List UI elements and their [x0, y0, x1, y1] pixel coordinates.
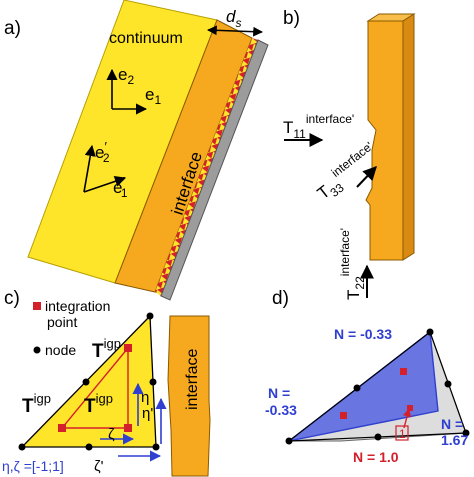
- eta-prime-label: η': [142, 405, 153, 422]
- e1-prime-label: e′1: [113, 174, 128, 200]
- n-left-label: N =-0.33: [265, 385, 297, 418]
- ip-marker: [340, 412, 347, 419]
- node: [146, 312, 154, 320]
- node: [353, 384, 361, 392]
- range-label: η,ζ =[-1;1]: [2, 458, 64, 474]
- zeta-label: ζ: [108, 426, 115, 443]
- basis-vectors: e2 e1: [106, 65, 161, 115]
- t11-label: T11interface': [283, 112, 354, 141]
- n-top-label: N = -0.33: [334, 326, 392, 342]
- thickness-dimension: [207, 25, 263, 37]
- node: [82, 378, 90, 386]
- node: [85, 443, 93, 451]
- node-number-box: [395, 425, 409, 441]
- node: [374, 433, 382, 441]
- n-value-arrow: [403, 408, 412, 429]
- ip-marker: [407, 405, 413, 411]
- legend-node-label: node: [45, 342, 76, 358]
- interface-strip-c: [167, 315, 211, 477]
- n-right-label: N =1.67: [441, 416, 468, 448]
- node: [152, 443, 160, 451]
- node-number: 1: [399, 427, 406, 441]
- interface-tooth-row: [155, 38, 258, 296]
- panel-a: a) continuum ds interface e2 e1 e′2 e′1: [4, 0, 269, 301]
- legend-ip-marker: [33, 302, 41, 310]
- t33-arrow: [356, 165, 377, 188]
- e1-label: e1: [145, 85, 161, 107]
- e2-prime-label: e′2: [95, 139, 110, 165]
- t-igp-left: Tigp: [22, 391, 51, 417]
- panel-a-label: a): [4, 18, 21, 39]
- panel-b: b) T11interface' T33interface' T22interf…: [283, 8, 416, 300]
- panel-c-label: c): [4, 288, 20, 309]
- node: [149, 378, 157, 386]
- panel-d: d) N = -0.33 N =-0.33 N =1.67 N = 1.0 1: [265, 288, 470, 465]
- thickness-label: ds: [226, 7, 241, 30]
- panel-b-label: b): [283, 8, 300, 29]
- interface-label-c: interface: [184, 349, 201, 410]
- zeta-prime-label: ζ': [94, 458, 104, 475]
- n-bottom-label: N = 1.0: [353, 449, 399, 465]
- t-igp-top: Tigp: [92, 336, 121, 362]
- ip-triangle: [60, 346, 129, 429]
- node: [444, 380, 452, 388]
- ip-marker: [124, 424, 132, 432]
- svg-text:T22interface': T22interface': [338, 228, 367, 300]
- e2-label: e2: [118, 65, 134, 87]
- panel-d-label: d): [272, 288, 289, 309]
- node: [462, 429, 470, 437]
- continuum-label: continuum: [109, 30, 183, 47]
- ip-marker: [58, 424, 66, 432]
- interface-bar-side: [402, 13, 415, 261]
- rotated-basis-vectors: e′2 e′1: [83, 139, 128, 200]
- ip-marker: [124, 344, 132, 352]
- node: [426, 328, 434, 336]
- t22-label: T22interface': [338, 228, 367, 300]
- eta-label: η: [141, 389, 149, 406]
- t-igp-right: Tigp: [84, 391, 113, 417]
- interface-bar-front: [365, 20, 404, 261]
- node: [18, 443, 26, 451]
- node: [285, 437, 293, 445]
- ip-marker: [400, 368, 407, 375]
- legend-node-marker: [33, 346, 41, 354]
- substrate-strip: [160, 39, 269, 301]
